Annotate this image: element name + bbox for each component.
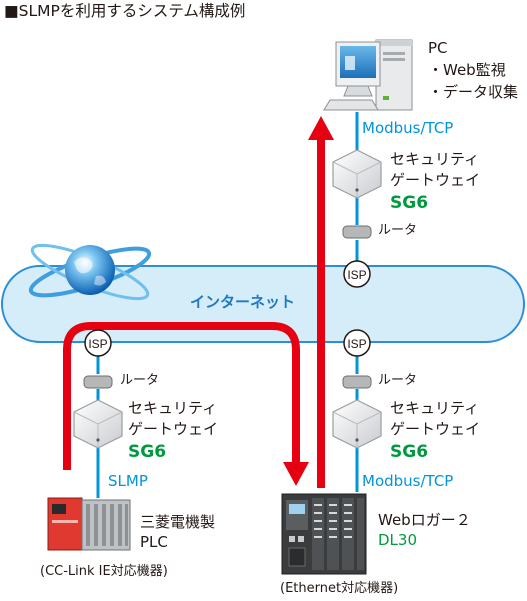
logger-label-line1: Webロガー２ [378, 511, 471, 529]
gateway-top-line1: セキュリティ [390, 150, 480, 168]
gateway-right-model: SG6 [390, 442, 429, 462]
web-logger-device-icon [281, 493, 367, 575]
isp-node-right [343, 329, 371, 357]
data-path-arrows [63, 116, 334, 488]
gateway-right-line1: セキュリティ [390, 399, 480, 417]
plc-label-line2: PLC [140, 533, 168, 551]
router-icon-top [342, 225, 372, 239]
gateway-top-model: SG6 [390, 193, 429, 213]
protocol-label-modbus-top: Modbus/TCP [362, 119, 454, 137]
gateway-icon-left [73, 399, 123, 449]
gateway-left-model: SG6 [128, 442, 167, 462]
router-left-label: ルータ [120, 373, 160, 388]
router-icon-right [342, 375, 372, 389]
router-top-label: ルータ [378, 223, 418, 238]
logger-caption: (Ethernet対応機器) [280, 581, 399, 596]
diagram-title: ■SLMPを利用するシステム構成例 [4, 2, 246, 20]
plc-device-icon [47, 497, 131, 551]
protocol-label-modbus-bottom: Modbus/TCP [362, 472, 454, 490]
isp-label-left: ISP [88, 337, 107, 351]
isp-label-top: ISP [347, 268, 366, 282]
gateway-right-line2: ゲートウェイ [390, 420, 481, 438]
globe-icon [28, 243, 152, 301]
network-lines [96, 112, 359, 498]
gateway-left-line2: ゲートウェイ [128, 420, 219, 438]
gateway-icon-right [332, 399, 382, 449]
router-icon-left [83, 375, 113, 389]
gateway-left-line1: セキュリティ [128, 399, 218, 417]
pc-icon [323, 39, 413, 111]
internet-label: インターネット [190, 293, 296, 311]
protocol-label-slmp: SLMP [108, 472, 148, 490]
pc-item-data-collection: ・データ収集 [428, 83, 519, 101]
pc-item-web-monitoring: ・Web監視 [428, 61, 506, 79]
pc-label: PC [428, 39, 448, 57]
isp-node-left [84, 329, 112, 357]
logger-model: DL30 [378, 531, 417, 549]
plc-caption: (CC-Link IE対応機器) [40, 564, 168, 579]
gateway-icon-top [332, 149, 382, 199]
router-right-label: ルータ [378, 373, 418, 388]
gateway-top-line2: ゲートウェイ [390, 171, 481, 189]
isp-node-top [343, 260, 371, 288]
isp-label-right: ISP [347, 337, 366, 351]
plc-label-line1: 三菱電機製 [140, 513, 216, 531]
